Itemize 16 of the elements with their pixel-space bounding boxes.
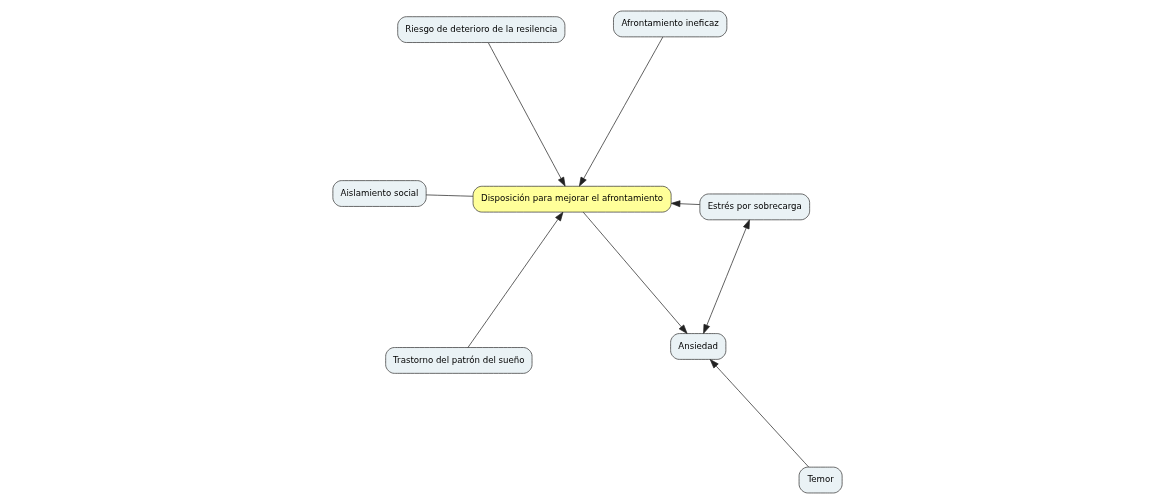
arrow bbox=[579, 36, 664, 187]
node-box: Riesgo de deterioro de la resilencia bbox=[397, 16, 566, 43]
node-box: Estrés por sobrecarga bbox=[699, 193, 810, 221]
arrow bbox=[487, 42, 566, 187]
arrow bbox=[703, 219, 750, 334]
node-box: Ansiedad bbox=[670, 333, 727, 360]
node-box: Trastorno del patrón del sueño bbox=[385, 347, 533, 374]
arrow bbox=[709, 359, 809, 468]
connector bbox=[425, 194, 474, 197]
arrow bbox=[671, 200, 701, 208]
node-box: Afrontamiento ineficaz bbox=[613, 10, 728, 38]
node-box: Disposición para mejorar el afrontamiento bbox=[472, 185, 672, 213]
node-box: Aislamiento social bbox=[332, 180, 427, 207]
arrow bbox=[582, 211, 688, 334]
arrow bbox=[467, 211, 564, 348]
node-box: Temor bbox=[798, 466, 843, 494]
